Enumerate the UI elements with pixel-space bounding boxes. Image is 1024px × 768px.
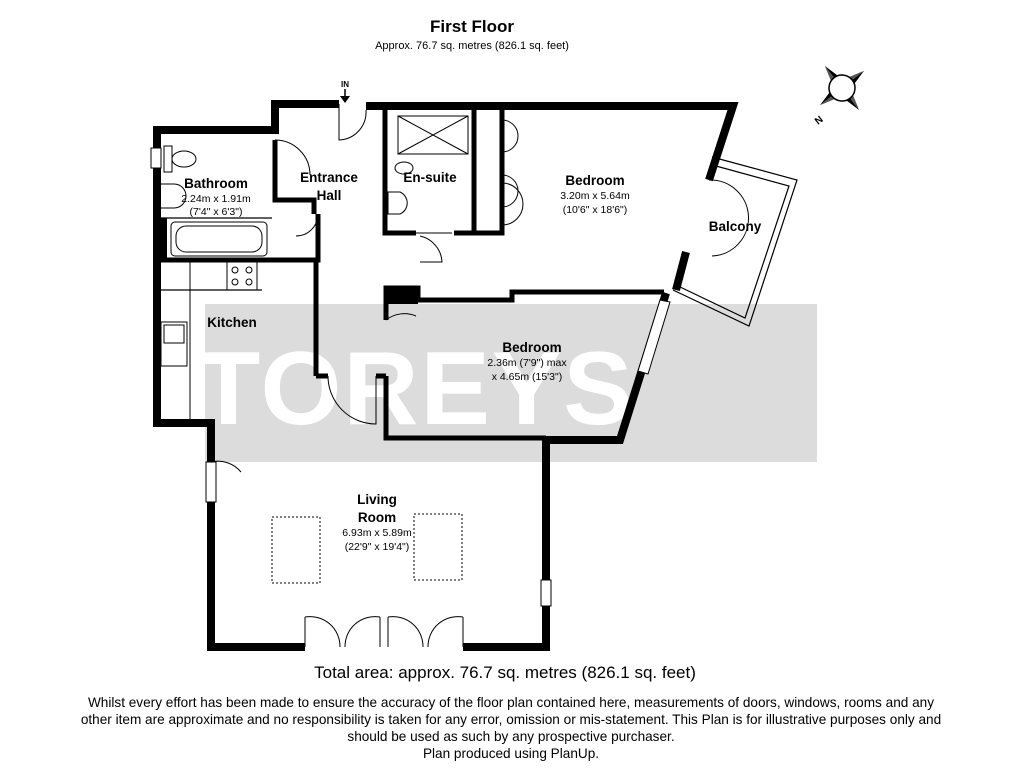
plan-title: First Floor	[429, 17, 515, 36]
doors	[210, 104, 749, 648]
room-balcony-name: Balcony	[709, 219, 762, 234]
plan-subtitle: Approx. 76.7 sq. metres (826.1 sq. feet)	[375, 40, 569, 52]
room-living-dim-2: (22'9" x 19'4")	[345, 541, 410, 553]
room-living-name-2: Room	[358, 510, 396, 525]
entrance-marker: IN	[340, 80, 350, 103]
room-bedroom1-name: Bedroom	[565, 173, 624, 188]
fixtures	[159, 115, 469, 584]
disclaimer-line-1: Whilst every effort has been made to ens…	[87, 695, 935, 710]
disclaimer-line-3: should be used as such by any prospectiv…	[347, 729, 675, 744]
room-bathroom-name: Bathroom	[184, 176, 248, 191]
plan-credit: Plan produced using PlanUp.	[422, 746, 600, 761]
disclaimer: Whilst every effort has been made to ens…	[16, 694, 1006, 762]
room-living-name-1: Living	[357, 492, 397, 507]
room-bathroom-dim-2: (7'4" x 6'3")	[190, 206, 243, 218]
disclaimer-line-2: other item are approximate and no respon…	[80, 712, 942, 727]
room-bedroom1-dim-2: (10'6" x 18'6")	[563, 204, 628, 216]
balcony-outline	[672, 156, 798, 327]
room-bathroom-dim-1: 2.24m x 1.91m	[181, 193, 251, 205]
room-bedroom2-dim-1: 2.36m (7'9") max	[487, 357, 567, 369]
room-bedroom2-name: Bedroom	[502, 340, 561, 355]
room-entrance-hall-name-1: Entrance	[300, 170, 358, 185]
windows	[150, 147, 671, 607]
room-entrance-hall-name-2: Hall	[317, 188, 342, 203]
total-area: Total area: approx. 76.7 sq. metres (826…	[314, 663, 696, 682]
room-bedroom2-dim-2: x 4.65m (15'3")	[492, 371, 563, 383]
room-ensuite-name: En-suite	[403, 170, 457, 185]
compass-north-label: N	[813, 114, 825, 127]
wall-pillar-bathroom	[157, 218, 167, 260]
room-living-dim-1: 6.93m x 5.89m	[342, 527, 412, 539]
wall-pillar	[386, 286, 418, 304]
room-kitchen-name: Kitchen	[207, 315, 257, 330]
compass-icon	[819, 65, 865, 111]
svg-text:IN: IN	[341, 80, 349, 89]
room-bedroom1-dim-1: 3.20m x 5.64m	[560, 190, 630, 202]
floor-plan: STOREYS	[150, 65, 865, 651]
